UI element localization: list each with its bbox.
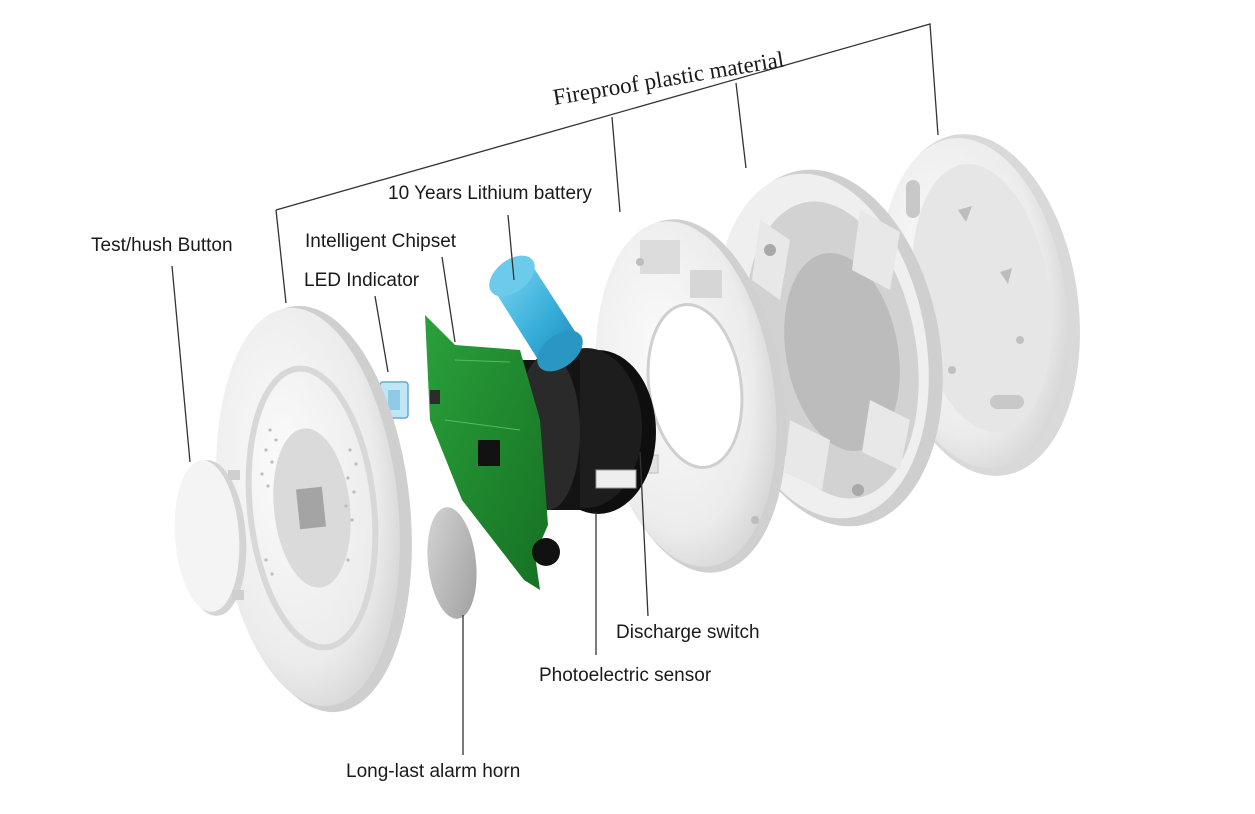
led-indicator-label: LED Indicator (304, 270, 420, 291)
mounting-bracket (715, 169, 943, 527)
intelligent-chipset-label: Intelligent Chipset (305, 231, 457, 252)
battery-label: 10 Years Lithium battery (388, 183, 592, 204)
photoelectric-sensor-label: Photoelectric sensor (539, 665, 712, 686)
test-hush-button (174, 460, 247, 616)
test-hush-button-label: Test/hush Button (91, 235, 233, 256)
alarm-horn-disc (427, 507, 477, 619)
discharge-switch-label: Discharge switch (616, 622, 760, 643)
alarm-horn-label: Long-last alarm horn (346, 761, 521, 782)
leader-lines (171, 214, 649, 755)
fireproof-bracket (275, 23, 939, 304)
pcb-board (425, 315, 560, 590)
front-cover (216, 305, 412, 713)
lithium-battery (489, 255, 583, 372)
